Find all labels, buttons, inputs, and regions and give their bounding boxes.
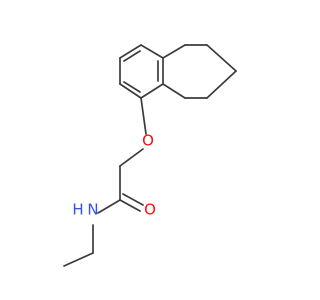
bond-ar1-ar2 bbox=[119, 44, 142, 59]
bond-ar4-ar5 bbox=[140, 83, 164, 99]
atom-label-group: O O N H bbox=[72, 132, 156, 219]
atom-nitrogen: N bbox=[87, 201, 98, 219]
bond-carbonyl-o-2 bbox=[122, 193, 144, 206]
bond-ar3-ar4 bbox=[119, 83, 142, 99]
bond-carbonyl-o-1 bbox=[119, 199, 141, 212]
bond-ring-c3 bbox=[206, 44, 237, 72]
bond-ar1-ar2-double bbox=[123, 50, 141, 62]
molecule-drawing: O O N H bbox=[63, 44, 237, 267]
bond-oxygen-ch2 bbox=[119, 148, 144, 167]
atom-hydrogen-on-nitrogen: H bbox=[72, 201, 83, 219]
bond-group bbox=[63, 44, 237, 267]
atom-oxygen-carbonyl: O bbox=[144, 201, 156, 219]
bond-ar4-oxygen bbox=[140, 97, 147, 135]
bond-ring-c1 bbox=[162, 44, 186, 59]
atom-oxygen-ether: O bbox=[142, 132, 154, 150]
bond-ring-c4 bbox=[206, 70, 237, 99]
structure-canvas: O O N H bbox=[63, 44, 237, 267]
bond-ar3-ar4-double bbox=[123, 81, 141, 93]
bond-ring-c6 bbox=[162, 83, 186, 99]
bond-carbonyl-n bbox=[97, 199, 121, 214]
bond-ar6-ar1 bbox=[140, 44, 164, 59]
bond-ethyl-ch3 bbox=[63, 252, 94, 267]
